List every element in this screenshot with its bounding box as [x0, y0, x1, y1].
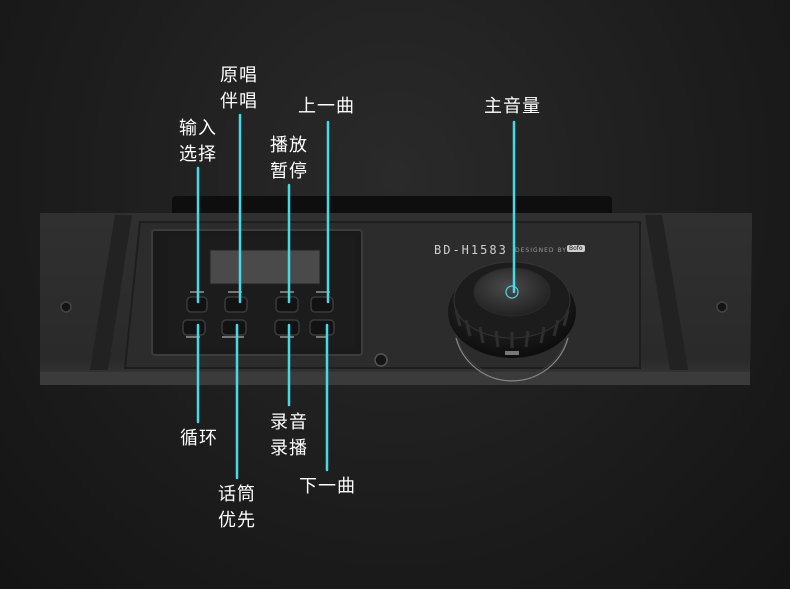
label-line: 伴唱: [220, 91, 258, 112]
knob-ridges: [454, 309, 570, 348]
knob-cap: [473, 267, 551, 317]
model-number: BD-H1583: [434, 243, 508, 257]
label-line: 播放: [270, 135, 308, 156]
label-line: 下一曲: [299, 476, 356, 497]
right-bracket: [645, 215, 688, 370]
label-line: 原唱: [220, 65, 258, 86]
play-pause-button[interactable]: [275, 296, 299, 313]
label-line: 主音量: [484, 96, 541, 117]
label-record: 录音 录播: [270, 410, 308, 462]
label-play-pause: 播放 暂停: [270, 133, 308, 185]
designed-by-text: DESIGNED BY: [515, 247, 567, 254]
original-vocal-button[interactable]: [224, 296, 248, 313]
knob-indicator: [505, 285, 519, 299]
label-input-select: 输入 选择: [179, 116, 217, 168]
label-mic-priority: 话筒 优先: [218, 482, 256, 534]
display-screen: [209, 249, 321, 285]
label-original-vocal: 原唱 伴唱: [220, 63, 258, 115]
label-line: 录音: [270, 412, 308, 433]
next-track-button[interactable]: [309, 319, 335, 336]
mic-priority-button[interactable]: [221, 319, 247, 336]
panel-bottom-edge: [40, 372, 750, 385]
label-master-volume: 主音量: [484, 94, 541, 120]
label-next-track: 下一曲: [299, 474, 356, 500]
label-line: 循环: [180, 428, 218, 449]
label-line: 录播: [270, 438, 308, 459]
label-loop: 循环: [180, 426, 218, 452]
label-line: 选择: [179, 144, 217, 165]
label-line: 暂停: [270, 161, 308, 182]
label-line: 话筒: [218, 484, 256, 505]
callout-lines: [196, 113, 516, 480]
knob-caption: [505, 351, 519, 355]
label-line: 优先: [218, 510, 256, 531]
knob-scale: [455, 337, 569, 382]
label-line: 上一曲: [298, 96, 355, 117]
screw: [716, 301, 728, 313]
screw: [374, 353, 388, 367]
record-button[interactable]: [274, 319, 300, 336]
left-bracket: [90, 215, 132, 370]
brand-logo: Bofo: [567, 245, 585, 252]
loop-button[interactable]: [182, 319, 206, 336]
label-prev-track: 上一曲: [298, 94, 355, 120]
prev-track-button[interactable]: [310, 296, 334, 313]
label-line: 输入: [179, 118, 217, 139]
screw: [60, 301, 72, 313]
